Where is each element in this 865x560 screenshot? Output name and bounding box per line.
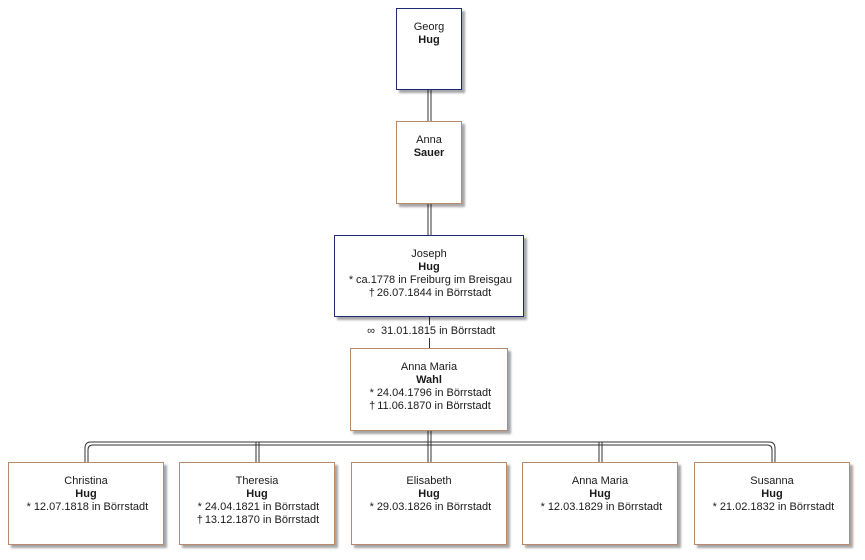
surname: Hug: [418, 488, 440, 500]
marriage-event: ∞ 31.01.1815 in Börrstadt: [365, 325, 495, 337]
birth-text: 24.04.1796 in Börrstadt: [376, 387, 492, 399]
surname: Hug: [761, 488, 783, 500]
birth-event: *21.02.1832 in Börrstadt: [695, 501, 849, 514]
given-name: Theresia: [235, 475, 279, 487]
surname: Hug: [246, 488, 268, 500]
birth-event: *24.04.1796 in Börrstadt: [351, 387, 507, 400]
death-icon: †: [368, 287, 375, 299]
birth-text: 21.02.1832 in Börrstadt: [719, 501, 835, 513]
death-text: 13.12.1870 in Börrstadt: [204, 514, 320, 526]
given-name: Christina: [64, 475, 108, 487]
birth-text: ca.1778 in Freiburg im Breisgau: [356, 274, 512, 286]
person-box-theresia-hug[interactable]: Theresia Hug *24.04.1821 in Börrstadt †1…: [179, 462, 335, 545]
given-name: Joseph: [411, 248, 447, 260]
person-box-anna-sauer[interactable]: Anna Sauer: [396, 121, 462, 204]
birth-text: 12.07.1818 in Börrstadt: [33, 501, 149, 513]
given-name: Anna Maria: [571, 475, 629, 487]
surname: Hug: [589, 488, 611, 500]
given-name: Anna Maria: [400, 361, 458, 373]
person-box-joseph-hug[interactable]: Joseph Hug *ca.1778 in Freiburg im Breis…: [334, 235, 524, 317]
person-box-christina-hug[interactable]: Christina Hug *12.07.1818 in Börrstadt: [8, 462, 164, 545]
birth-icon: *: [26, 501, 31, 513]
given-name: Georg: [413, 21, 445, 33]
death-event: †11.06.1870 in Börrstadt: [351, 400, 507, 413]
death-event: †26.07.1844 in Börrstadt: [335, 287, 523, 300]
surname: Hug: [75, 488, 97, 500]
surname: Wahl: [416, 374, 442, 386]
birth-icon: *: [712, 501, 717, 513]
birth-text: 12.03.1829 in Börrstadt: [547, 501, 663, 513]
death-event: †13.12.1870 in Börrstadt: [180, 514, 334, 527]
birth-icon: *: [540, 501, 545, 513]
person-box-elisabeth-hug[interactable]: Elisabeth Hug *29.03.1826 in Börrstadt: [351, 462, 507, 545]
death-text: 26.07.1844 in Börrstadt: [376, 287, 492, 299]
birth-event: *12.03.1829 in Börrstadt: [523, 501, 677, 514]
surname: Hug: [418, 34, 440, 46]
person-box-susanna-hug[interactable]: Susanna Hug *21.02.1832 in Börrstadt: [694, 462, 850, 545]
death-icon: †: [196, 514, 203, 526]
person-box-georg-hug[interactable]: Georg Hug: [396, 8, 462, 90]
birth-event: *12.07.1818 in Börrstadt: [9, 501, 163, 514]
birth-icon: *: [197, 501, 202, 513]
death-text: 11.06.1870 in Börrstadt: [377, 400, 491, 412]
birth-icon: *: [369, 501, 374, 513]
given-name: Susanna: [750, 475, 794, 487]
birth-event: *ca.1778 in Freiburg im Breisgau: [335, 274, 523, 287]
birth-event: *29.03.1826 in Börrstadt: [352, 501, 506, 514]
given-name: Elisabeth: [406, 475, 452, 487]
birth-text: 24.04.1821 in Börrstadt: [204, 501, 320, 513]
surname: Hug: [418, 261, 440, 273]
death-icon: †: [369, 400, 376, 412]
person-box-anna-maria-hug[interactable]: Anna Maria Hug *12.03.1829 in Börrstadt: [522, 462, 678, 545]
marriage-date: 31.01.1815 in Börrstadt: [381, 325, 496, 337]
given-name: Anna: [416, 134, 442, 146]
surname: Sauer: [413, 147, 445, 159]
birth-icon: *: [369, 387, 374, 399]
birth-text: 29.03.1826 in Börrstadt: [376, 501, 492, 513]
marriage-icon: ∞: [367, 325, 375, 337]
birth-event: *24.04.1821 in Börrstadt: [180, 501, 334, 514]
birth-icon: *: [348, 274, 354, 286]
person-box-anna-maria-wahl[interactable]: Anna Maria Wahl *24.04.1796 in Börrstadt…: [350, 348, 508, 431]
